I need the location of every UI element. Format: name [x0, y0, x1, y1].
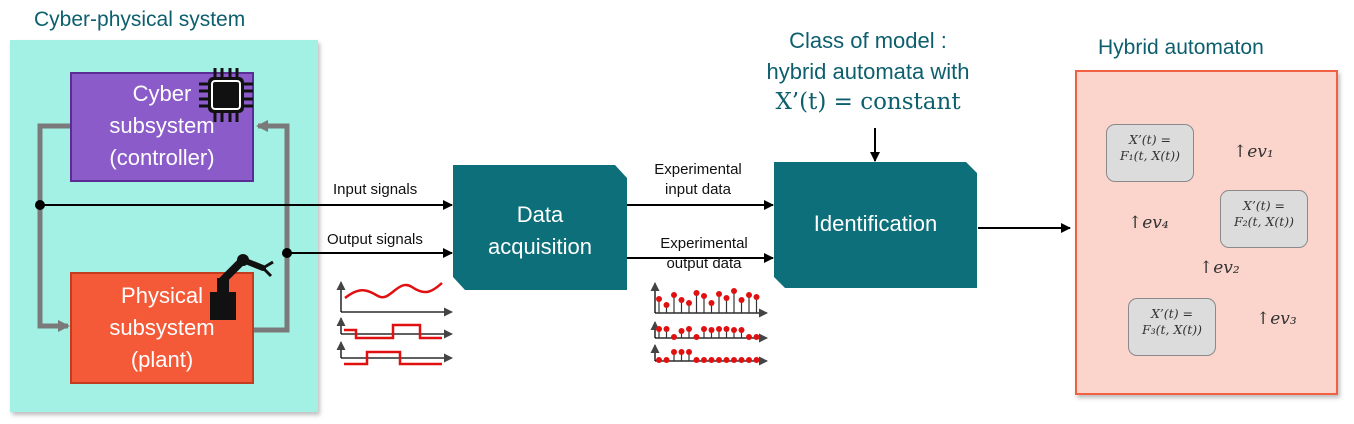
- stem-point: [708, 357, 715, 363]
- exp-input-line1: Experimental: [654, 161, 742, 178]
- stem-point: [746, 357, 752, 363]
- output-junction: [282, 248, 292, 258]
- acq-line2: acquisition: [488, 234, 592, 259]
- loop-right-arrow: [254, 120, 290, 333]
- stem-point: [678, 297, 685, 303]
- stem-point: [656, 296, 662, 302]
- stem-point: [753, 357, 760, 363]
- exp-input-line2: input data: [665, 181, 731, 198]
- stem-point: [746, 334, 752, 340]
- identification-block: [774, 162, 977, 288]
- state-2-line1: X’(t) =: [1242, 198, 1286, 213]
- stem-point: [716, 357, 722, 363]
- stem-point: [671, 349, 677, 355]
- exp-output-line1: Experimental: [660, 235, 748, 252]
- plant-line2: subsystem: [109, 315, 215, 340]
- stem-point: [678, 328, 685, 334]
- stem-point: [686, 326, 692, 332]
- model-line1: Class of model :: [789, 28, 947, 53]
- stem-point: [708, 300, 715, 306]
- event-1-label: ↑ev₁: [1233, 142, 1274, 162]
- cyber-subsystem-box: Cyber subsystem (controller): [70, 72, 254, 182]
- data-acquisition-label: Data acquisition: [453, 199, 627, 263]
- input-signals-sketch: [336, 281, 453, 366]
- stem-point: [693, 334, 700, 340]
- state-3: X’(t) = F₃(t, X(t)): [1128, 298, 1216, 356]
- stem-point: [753, 294, 760, 300]
- stem-point: [693, 357, 700, 363]
- stem-point: [671, 292, 677, 298]
- plant-line1: Physical: [121, 283, 203, 308]
- state-1: X’(t) = F₁(t, X(t)): [1106, 124, 1194, 182]
- exp-input-label: Experimental input data: [628, 160, 768, 200]
- cyber-line3: (controller): [109, 145, 215, 170]
- automaton-title: Hybrid automaton: [1098, 36, 1264, 59]
- stem-point: [746, 292, 752, 298]
- stem-point: [656, 357, 662, 363]
- stem-point: [723, 295, 730, 301]
- state-2: X’(t) = F₂(t, X(t)): [1220, 190, 1308, 248]
- stem-point: [701, 357, 707, 363]
- stem-point: [738, 297, 745, 303]
- cyber-line1: Cyber: [132, 81, 192, 106]
- stem-point: [731, 327, 737, 333]
- chip-icon: [199, 68, 253, 122]
- stem-point: [686, 300, 692, 306]
- state-1-line2: F₁(t, X(t)): [1119, 148, 1181, 163]
- stem-point: [656, 326, 662, 332]
- stem-point: [753, 334, 760, 340]
- input-signals-label: Input signals: [333, 181, 418, 198]
- event-2-label: ↑ev₂: [1199, 258, 1240, 278]
- stem-point: [671, 334, 677, 340]
- stem-point: [738, 327, 745, 333]
- event-3-label: ↑ev₃: [1256, 309, 1297, 329]
- stem-point: [708, 327, 715, 333]
- loop-left-arrow: [37, 123, 70, 332]
- stem-point: [723, 357, 730, 363]
- input-junction: [35, 200, 45, 210]
- stem-point: [731, 357, 737, 363]
- stem-point: [738, 357, 745, 363]
- robot-arm-icon: [210, 254, 274, 320]
- data-acquisition-block: [453, 165, 627, 290]
- state-1-line1: X’(t) =: [1128, 132, 1172, 147]
- acq-line1: Data: [516, 202, 564, 227]
- model-formula: X’(t) = constant: [775, 89, 961, 115]
- state-3-line2: F₃(t, X(t)): [1141, 322, 1203, 337]
- exp-output-label: Experimental output data: [634, 234, 774, 274]
- model-line2: hybrid automata with: [766, 59, 970, 84]
- stem-point: [723, 326, 730, 332]
- stem-point: [663, 326, 670, 332]
- exp-output-line2: output data: [666, 255, 742, 272]
- stem-point: [686, 349, 692, 355]
- cyber-line2: subsystem: [109, 113, 215, 138]
- stem-point: [701, 293, 707, 299]
- event-4-label: ↑ev₄: [1128, 213, 1169, 233]
- stem-point: [716, 326, 722, 332]
- output-signals-label: Output signals: [327, 231, 423, 248]
- plant-line3: (plant): [130, 347, 194, 372]
- output-stem-plots: [650, 282, 768, 366]
- cps-title: Cyber-physical system: [34, 8, 246, 31]
- stem-point: [663, 357, 670, 363]
- stem-point: [716, 291, 722, 297]
- model-class-text: Class of model : hybrid automata with X’…: [718, 25, 1018, 118]
- identification-label: Identification: [813, 211, 938, 236]
- state-2-line2: F₂(t, X(t)): [1233, 214, 1295, 229]
- stem-point: [731, 288, 737, 294]
- stem-point: [663, 302, 670, 308]
- stem-point: [678, 349, 685, 355]
- stem-point: [701, 326, 707, 332]
- state-3-line1: X’(t) =: [1150, 306, 1194, 321]
- stem-point: [693, 290, 700, 296]
